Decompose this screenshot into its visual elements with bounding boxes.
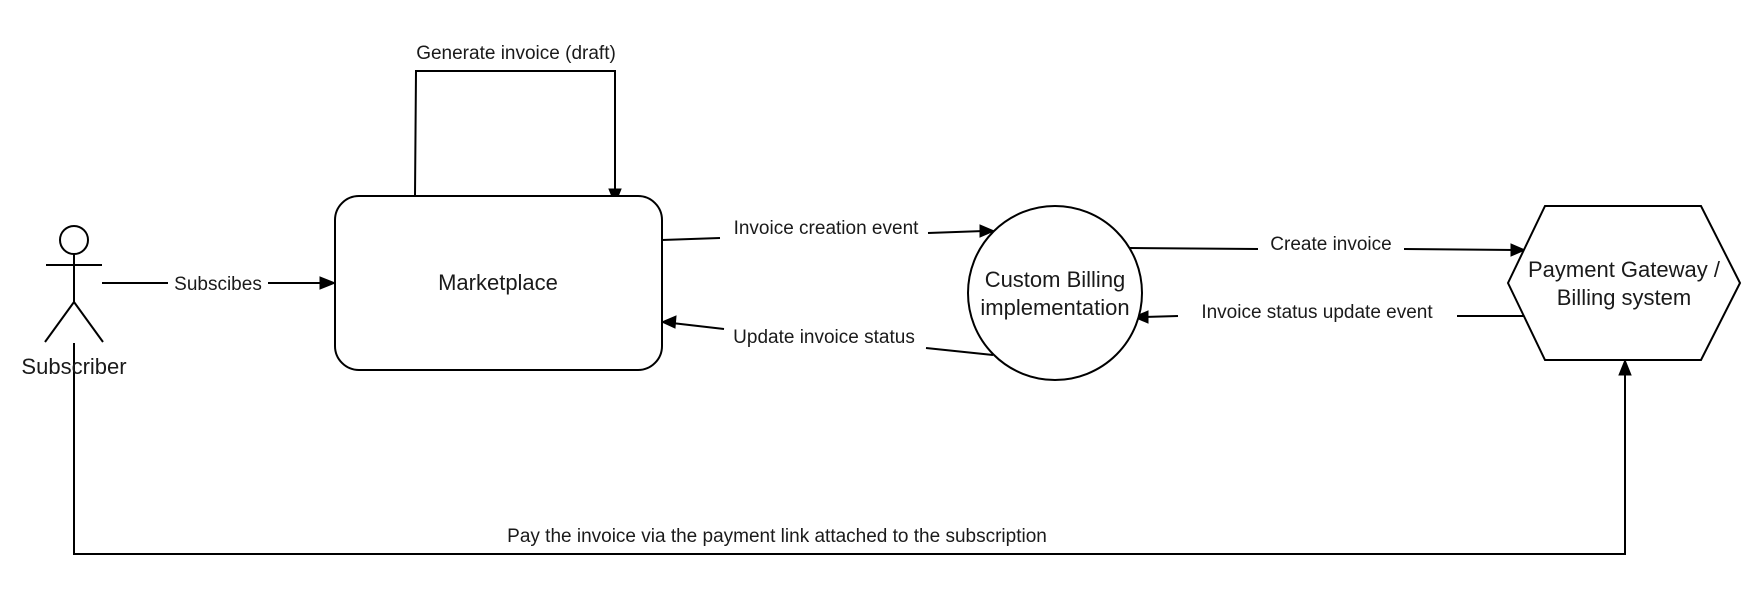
arrowhead-icon (660, 315, 677, 329)
edge-subscribes: Subscibes (102, 271, 337, 295)
node-label-payment-gateway-line1: Payment Gateway / (1528, 257, 1721, 282)
edge-update-invoice-status: Update invoice status (660, 315, 994, 356)
edge-label-update-invoice-status: Update invoice status (733, 327, 915, 348)
arrowhead-icon (1510, 243, 1527, 257)
edge-pay-invoice: Pay the invoice via the payment link att… (73, 343, 1632, 555)
edge-label-generate-invoice: Generate invoice (draft) (416, 43, 616, 64)
edge-label-create-invoice: Create invoice (1270, 234, 1391, 255)
edge-generate-invoice: Generate invoice (draft) (414, 43, 622, 206)
stick-figure-icon (44, 225, 104, 343)
edge-label-subscribes: Subscibes (174, 274, 262, 295)
actor-subscriber: Subscriber (21, 225, 127, 379)
node-marketplace: Marketplace (334, 195, 663, 371)
node-payment-gateway: Payment Gateway / Billing system (1506, 205, 1742, 361)
edge-label-pay-invoice: Pay the invoice via the payment link att… (507, 526, 1047, 547)
node-label-custom-billing-line2: implementation (980, 295, 1129, 320)
actor-label-subscriber: Subscriber (21, 354, 126, 379)
arrowhead-icon (319, 276, 337, 290)
edge-label-invoice-status-update-event: Invoice status update event (1201, 302, 1433, 323)
edge-create-invoice: Create invoice (1129, 234, 1527, 257)
node-label-marketplace: Marketplace (438, 270, 558, 295)
node-label-custom-billing-line1: Custom Billing (985, 267, 1126, 292)
edge-invoice-creation-event: Invoice creation event (661, 218, 996, 241)
arrowhead-icon (979, 224, 996, 238)
node-custom-billing: Custom Billing implementation (967, 205, 1143, 381)
node-label-payment-gateway-line2: Billing system (1557, 285, 1691, 310)
arrowhead-icon (1618, 358, 1632, 376)
arrowhead-icon (1132, 310, 1149, 324)
edge-invoice-status-update-event: Invoice status update event (1132, 302, 1527, 324)
edge-label-invoice-creation-event: Invoice creation event (734, 218, 920, 239)
